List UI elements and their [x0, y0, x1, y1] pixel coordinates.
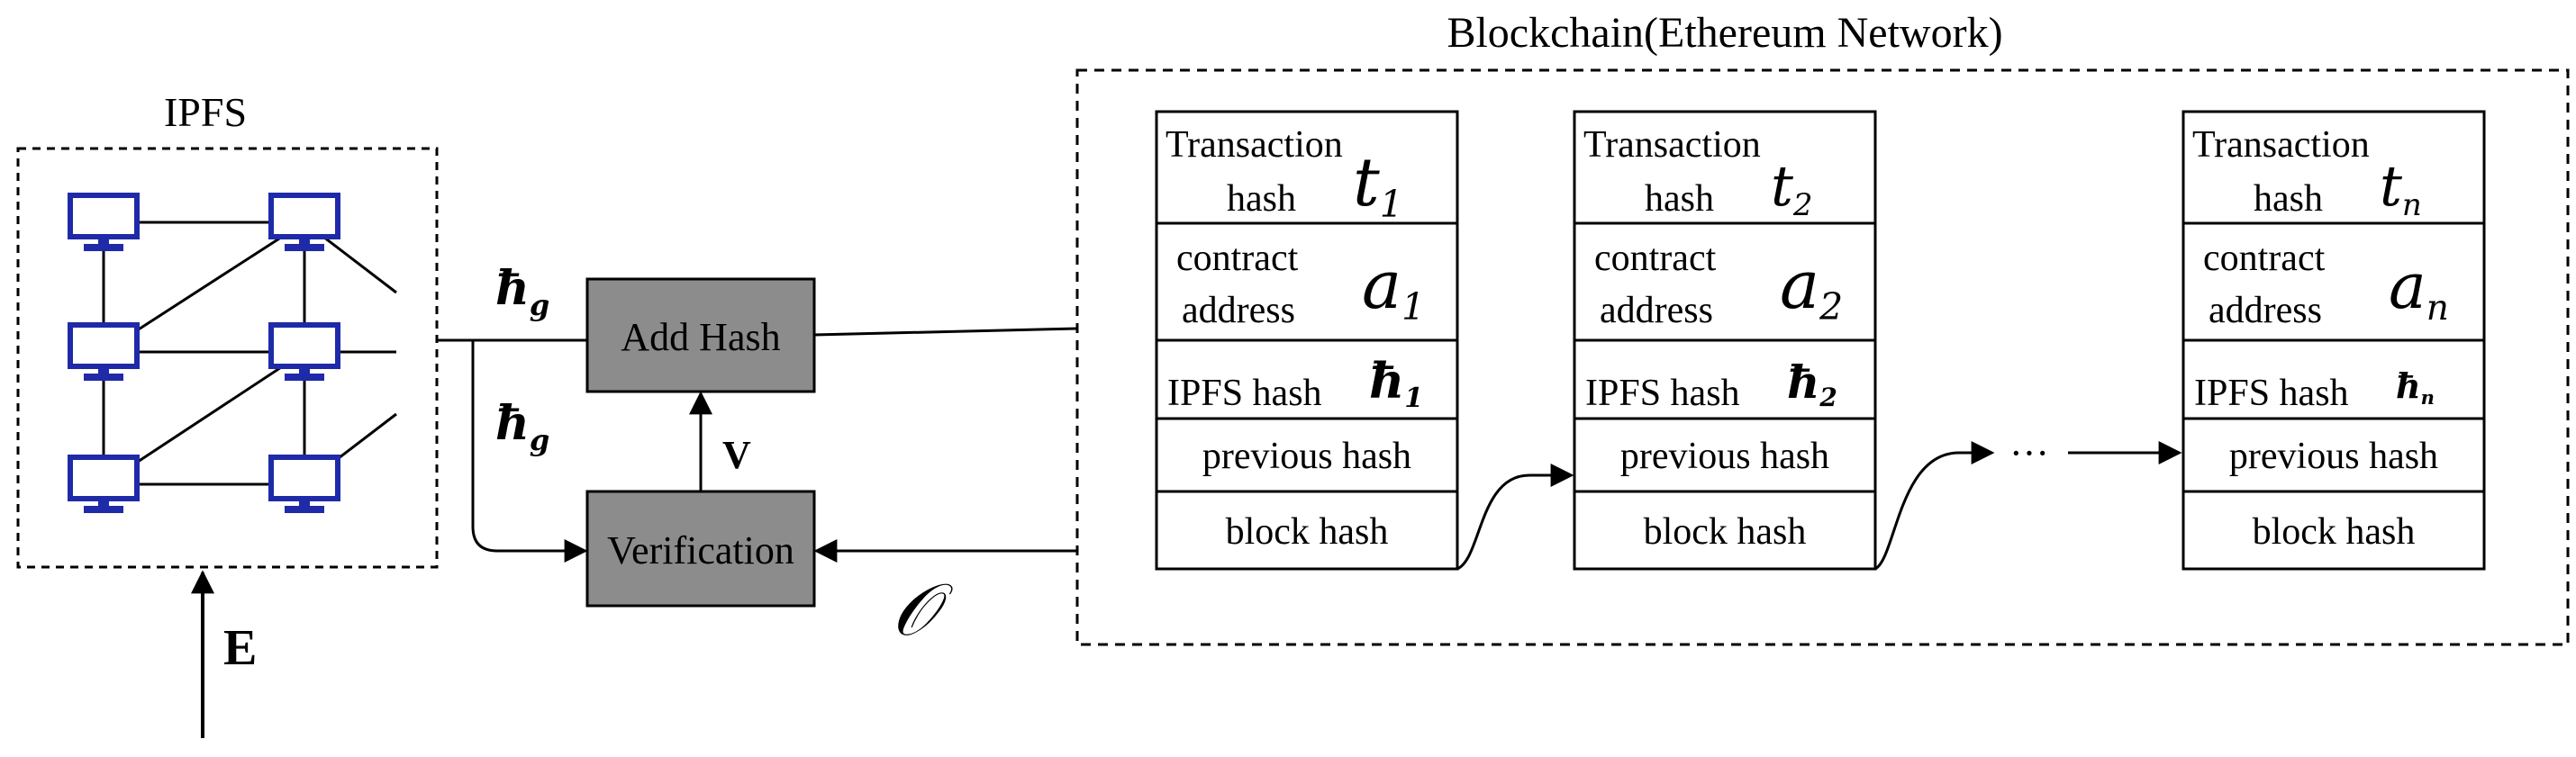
contract-address-label: contract — [2203, 238, 2326, 279]
connectors — [437, 327, 1078, 563]
hg-bottom-label: ħg — [495, 396, 549, 457]
ipfs-hash-symbol: ħn — [2396, 365, 2435, 409]
chain-links — [1456, 441, 2182, 571]
transaction-hash-symbol: t2 — [1771, 153, 1813, 223]
chain-link-arrow — [1874, 441, 1995, 571]
transaction-hash-symbol: tn — [2380, 153, 2422, 223]
verification-label: Verification — [607, 528, 794, 572]
ipfs-hash-label: IPFS hash — [2194, 373, 2349, 414]
ipfs-boundary — [16, 147, 439, 569]
chain-link-arrow — [1456, 464, 1574, 571]
contract-address-label: contract — [1176, 238, 1299, 279]
ipfs-node-icon — [271, 195, 338, 251]
add-hash-label: Add Hash — [621, 315, 780, 359]
ipfs-node-icon — [70, 325, 137, 381]
previous-hash-label: previous hash — [1202, 436, 1411, 477]
contract-address-label: address — [1600, 290, 1713, 331]
block-hash-label: block hash — [1644, 511, 1807, 553]
ipfs-node-icon — [70, 195, 137, 251]
block-hash-label: block hash — [1226, 511, 1389, 553]
transaction-hash-symbol: t1 — [1353, 144, 1403, 226]
blockchain-boundary — [1075, 68, 2570, 646]
ipfs-title: IPFS — [164, 89, 247, 135]
o-label: 𝒪 — [892, 568, 954, 652]
e-label: E — [223, 620, 257, 676]
contract-address-label: address — [1182, 290, 1295, 331]
ipfs-node-icon — [271, 325, 338, 381]
contract-address-symbol: a1 — [1362, 247, 1425, 329]
transaction-hash-label: Transaction — [2192, 124, 2370, 166]
transaction-hash-label: Transaction — [1166, 124, 1343, 166]
transaction-hash-label: Transaction — [1583, 124, 1761, 166]
ipfs-node-icon — [70, 457, 137, 513]
chain-ellipsis: ··· — [2009, 431, 2049, 475]
ipfs-hash-label: IPFS hash — [1167, 373, 1322, 414]
ipfs-hash-symbol: ħ2 — [1787, 356, 1837, 412]
ipfs-network — [102, 221, 397, 486]
previous-hash-label: previous hash — [2229, 436, 2438, 477]
transaction-hash-label: hash — [1227, 178, 1296, 220]
contract-address-label: contract — [1594, 238, 1717, 279]
ipfs-hash-label: IPFS hash — [1585, 373, 1740, 414]
transaction-hash-label: hash — [2254, 178, 2323, 220]
contract-address-symbol: a2 — [1780, 247, 1843, 329]
ipfs-node-icon — [271, 457, 338, 513]
previous-hash-label: previous hash — [1620, 436, 1829, 477]
contract-address-label: address — [2209, 290, 2322, 331]
ipfs-to-verification-arrow — [471, 340, 588, 563]
v-label: V — [722, 433, 751, 477]
blockchain-title: Blockchain(Ethereum Network) — [1447, 9, 2002, 57]
contract-address-symbol: an — [2389, 249, 2449, 329]
hg-top-label: ħg — [495, 261, 549, 322]
ipfs-hash-symbol: ħ1 — [1369, 352, 1423, 414]
addhash-to-blockchain-line — [813, 327, 1078, 337]
block-hash-label: block hash — [2253, 511, 2416, 553]
transaction-hash-label: hash — [1645, 178, 1714, 220]
